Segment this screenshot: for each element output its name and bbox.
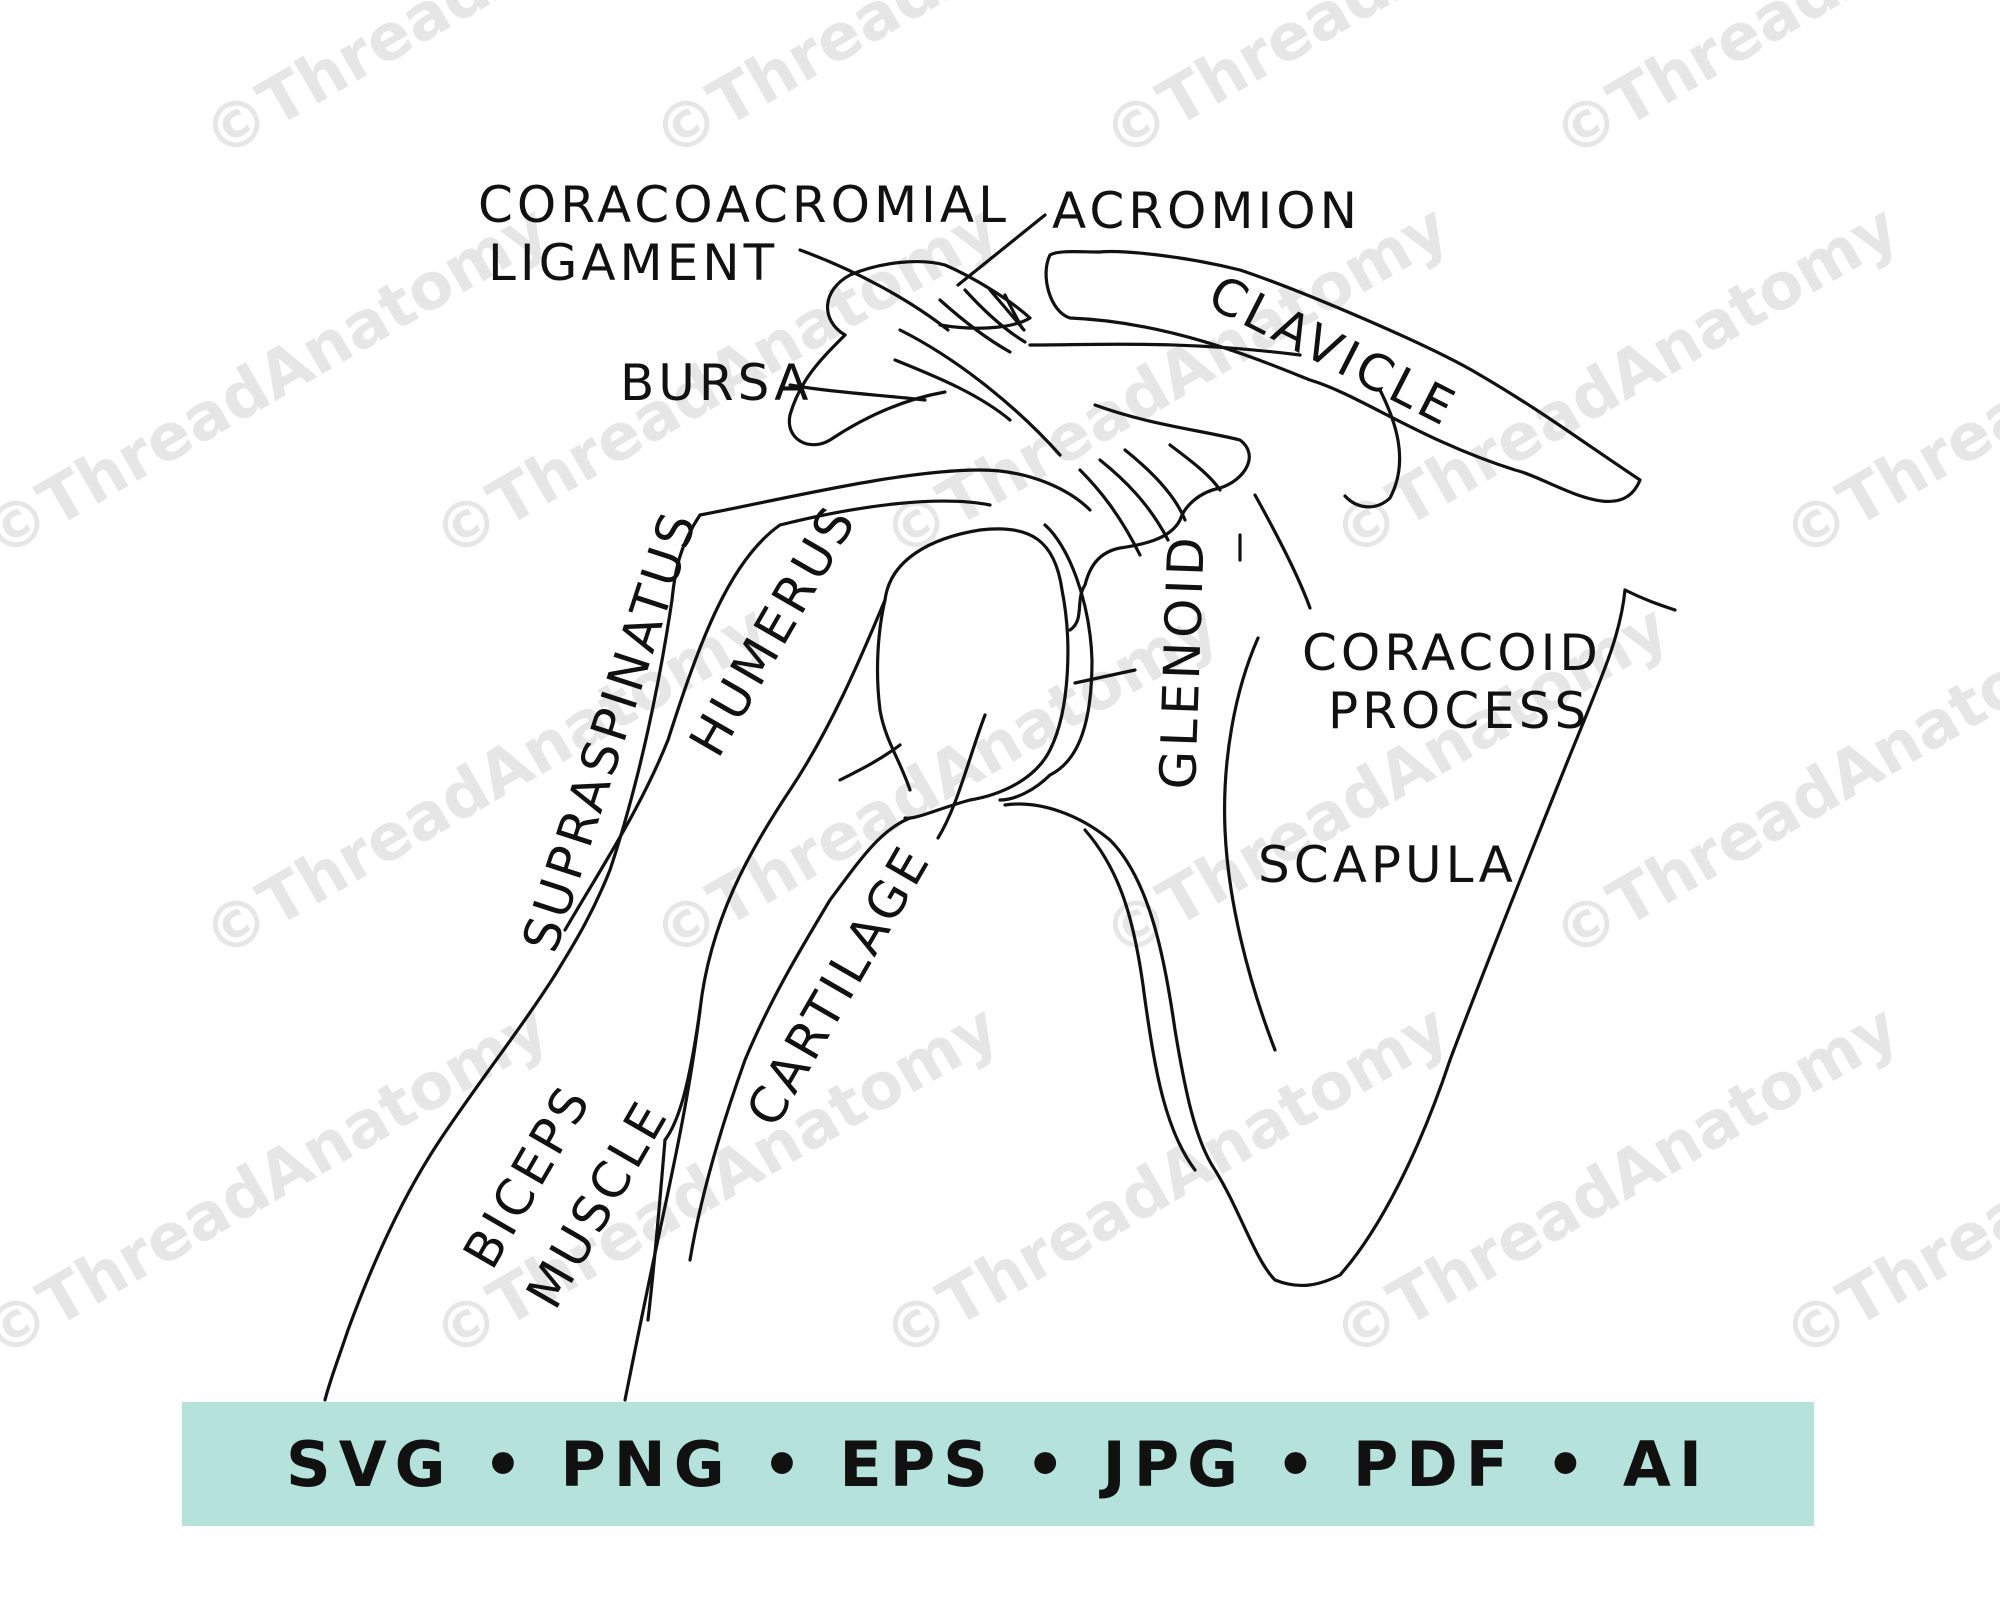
glenoid-pointer <box>1073 668 1137 685</box>
humeral-shaft-guide <box>838 743 902 782</box>
scapula-spine <box>1223 636 1277 1052</box>
ligament-band-upper <box>898 328 1062 457</box>
humerus-neck <box>875 598 912 792</box>
coracoid-fiber <box>1098 458 1170 542</box>
anatomy-drawing <box>323 213 1677 1402</box>
supraspinatus-upper <box>698 468 1092 517</box>
glenoid-outline <box>998 523 1094 802</box>
acromion-leader <box>956 213 1047 287</box>
coracoacromial-label-line2: LIGAMENT <box>488 234 778 292</box>
humerus-shaft-right <box>663 598 887 1142</box>
glenoid-label: GLENOID <box>1149 532 1216 790</box>
humerus-shaft-left <box>563 523 782 932</box>
biceps-divider <box>646 1138 667 1322</box>
coracoid-process-outline <box>1068 403 1251 632</box>
coracoacromial-leader <box>798 248 950 332</box>
supraspinatus-lower <box>778 499 992 527</box>
bursa-outline <box>787 333 947 447</box>
clavicle-outline <box>1044 249 1642 503</box>
bursa-label: BURSA <box>620 354 813 412</box>
cartilage-lower-edge <box>688 816 912 1262</box>
coracoid-label-line1: CORACOID <box>1302 624 1602 682</box>
cartilage-pointer <box>936 713 987 840</box>
formats-banner: SVG • PNG • EPS • JPG • PDF • AI <box>182 1402 1814 1526</box>
acromion-label: ACROMION <box>1052 182 1361 240</box>
scapula-top-right <box>1623 588 1677 612</box>
humeral-head <box>883 527 1070 820</box>
scapula-label: SCAPULA <box>1258 836 1517 894</box>
coracoid-fiber <box>1123 448 1187 522</box>
coracoacromial-label-line1: CORACOACROMIAL <box>478 176 1010 234</box>
supraspinatus-outline <box>553 513 702 977</box>
biceps-outer-left <box>323 973 557 1402</box>
ligament-fiber <box>1003 293 1024 330</box>
coracoid-fiber <box>1078 468 1142 557</box>
ligament-fiber <box>963 288 1027 344</box>
biceps-inner-right <box>623 1008 702 1402</box>
clavicle-end-curve <box>1343 388 1402 509</box>
scapula-outline <box>1003 588 1627 1287</box>
ligament-band-lower <box>893 358 1012 422</box>
acromion-underside <box>1028 342 1302 357</box>
bursa-leader <box>788 383 927 402</box>
coracoid-label-line2: PROCESS <box>1328 682 1590 740</box>
acromion-outline <box>826 260 1032 337</box>
coracoid-leader <box>1253 493 1312 610</box>
ligament-fiber <box>938 298 1012 354</box>
scapula-inner-edge <box>1083 828 1197 1172</box>
formats-text: SVG • PNG • EPS • JPG • PDF • AI <box>286 1427 1710 1501</box>
watermark: ©ThreadAnatomy <box>1541 0 2000 174</box>
coracoid-fiber <box>1168 443 1222 492</box>
